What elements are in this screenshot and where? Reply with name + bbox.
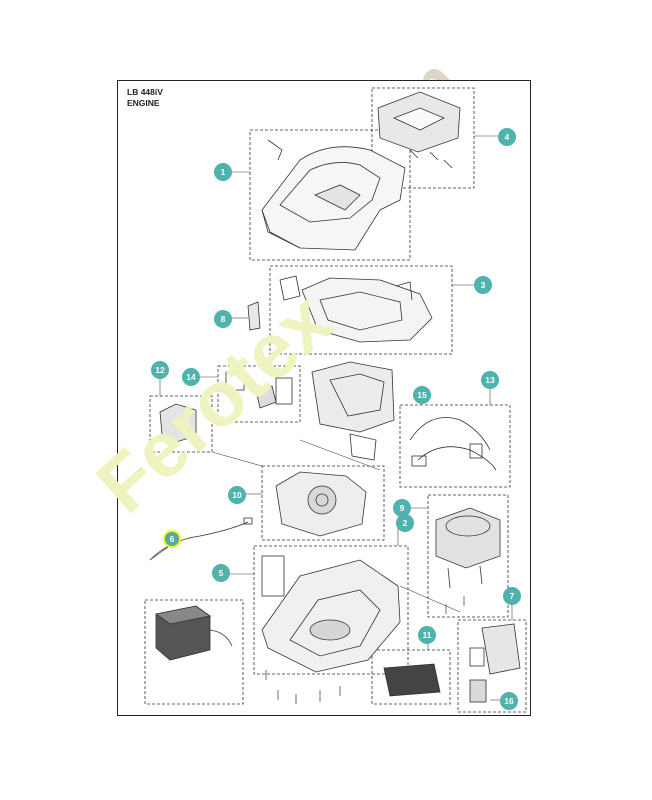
callout-3[interactable]: 3 [474,276,492,294]
part-chassis-base [261,555,401,673]
group-box-3 [269,265,453,355]
part-bracket [247,301,261,331]
group-box-11 [371,649,451,705]
callout-5[interactable]: 5 [212,564,230,582]
group-boxes [144,87,527,713]
part-battery [155,605,233,661]
group-box-12 [149,395,213,453]
group-box-1 [249,129,411,261]
callout-15[interactable]: 15 [413,386,431,404]
group-box-9 [427,494,509,618]
group-box-14 [217,365,301,423]
callout-8[interactable]: 8 [214,310,232,328]
screws [265,596,465,704]
part-fan-grille [225,371,293,409]
part-chassis-frame [279,275,433,343]
callout-12[interactable]: 12 [151,361,169,379]
group-box-5 [144,599,244,705]
callout-7[interactable]: 7 [503,587,521,605]
part-top-cover [261,139,406,251]
callout-4[interactable]: 4 [498,128,516,146]
part-wiring [409,417,497,471]
callout-1[interactable]: 1 [214,163,232,181]
part-blade [383,663,441,697]
part-motor-mount [275,471,367,537]
part-motor-housing [311,361,395,461]
callout-9[interactable]: 9 [393,499,411,517]
callout-14[interactable]: 14 [182,368,200,386]
part-display-cover [377,91,461,169]
part-rear-cover [469,623,521,703]
model-name: LB 448iV [127,87,163,97]
callout-2[interactable]: 2 [396,514,414,532]
section-name: ENGINE [127,98,160,108]
callout-6[interactable]: 6 [163,530,181,548]
group-box-13 [399,404,511,488]
callout-16[interactable]: 16 [500,692,518,710]
part-hinge-assembly [159,403,197,443]
callout-10[interactable]: 10 [228,486,246,504]
diagram-title: LB 448iV ENGINE [127,87,163,109]
part-cable [149,517,253,561]
callout-11[interactable]: 11 [418,626,436,644]
group-box-10 [261,465,385,541]
callout-13[interactable]: 13 [481,371,499,389]
part-motor [435,507,501,589]
group-box-2 [253,545,409,675]
group-box-4 [371,87,475,189]
